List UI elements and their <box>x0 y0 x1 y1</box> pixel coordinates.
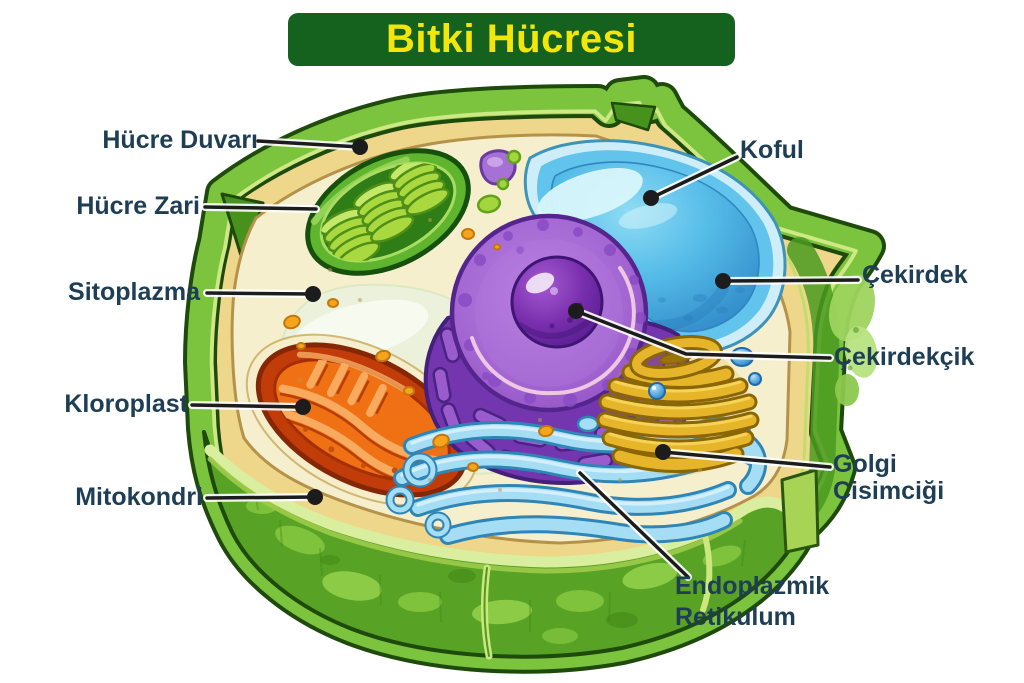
leader-nucleus <box>721 278 860 283</box>
label-cytoplasm: Sitoplazma <box>68 278 200 306</box>
leader-chloroplast <box>190 403 305 409</box>
leader-cytoplasm <box>205 291 315 296</box>
cell-wall-side-face <box>202 430 820 660</box>
label-nucleus: Çekirdek <box>862 261 968 289</box>
leader-nucleolus <box>574 309 832 360</box>
golgi-graphic <box>596 335 760 476</box>
label-chloroplast: Kloroplast <box>64 390 188 418</box>
leader-cell-wall <box>256 139 362 149</box>
label-cell-wall: Hücre Duvarı <box>102 126 258 154</box>
leader-lines <box>188 137 862 581</box>
chloroplast-graphic <box>305 148 471 276</box>
label-golgi: Golgi Cisimciği <box>833 450 945 505</box>
label-er: Endoplazmik Retikulum <box>675 572 830 631</box>
wall-moss-texture <box>828 274 878 406</box>
nucleolus-graphic <box>510 255 604 349</box>
grana-stacks <box>319 154 450 270</box>
vacuole-graphic <box>523 139 787 354</box>
leader-vacuole <box>649 155 739 200</box>
label-cell-membrane: Hücre Zari <box>76 192 200 220</box>
label-vacuole: Koful <box>740 136 804 164</box>
leader-er <box>578 471 690 579</box>
page-title: Bitki Hücresi <box>385 17 638 61</box>
title-banner: Bitki Hücresi <box>288 13 735 66</box>
label-mitochondrion: Mitokondri <box>75 483 203 511</box>
leader-mitochondrion <box>205 495 317 500</box>
nucleus-graphic <box>423 213 692 486</box>
leader-cell-membrane <box>203 205 318 211</box>
leader-golgi <box>661 450 832 469</box>
label-nucleolus: Çekirdekçik <box>834 343 975 371</box>
